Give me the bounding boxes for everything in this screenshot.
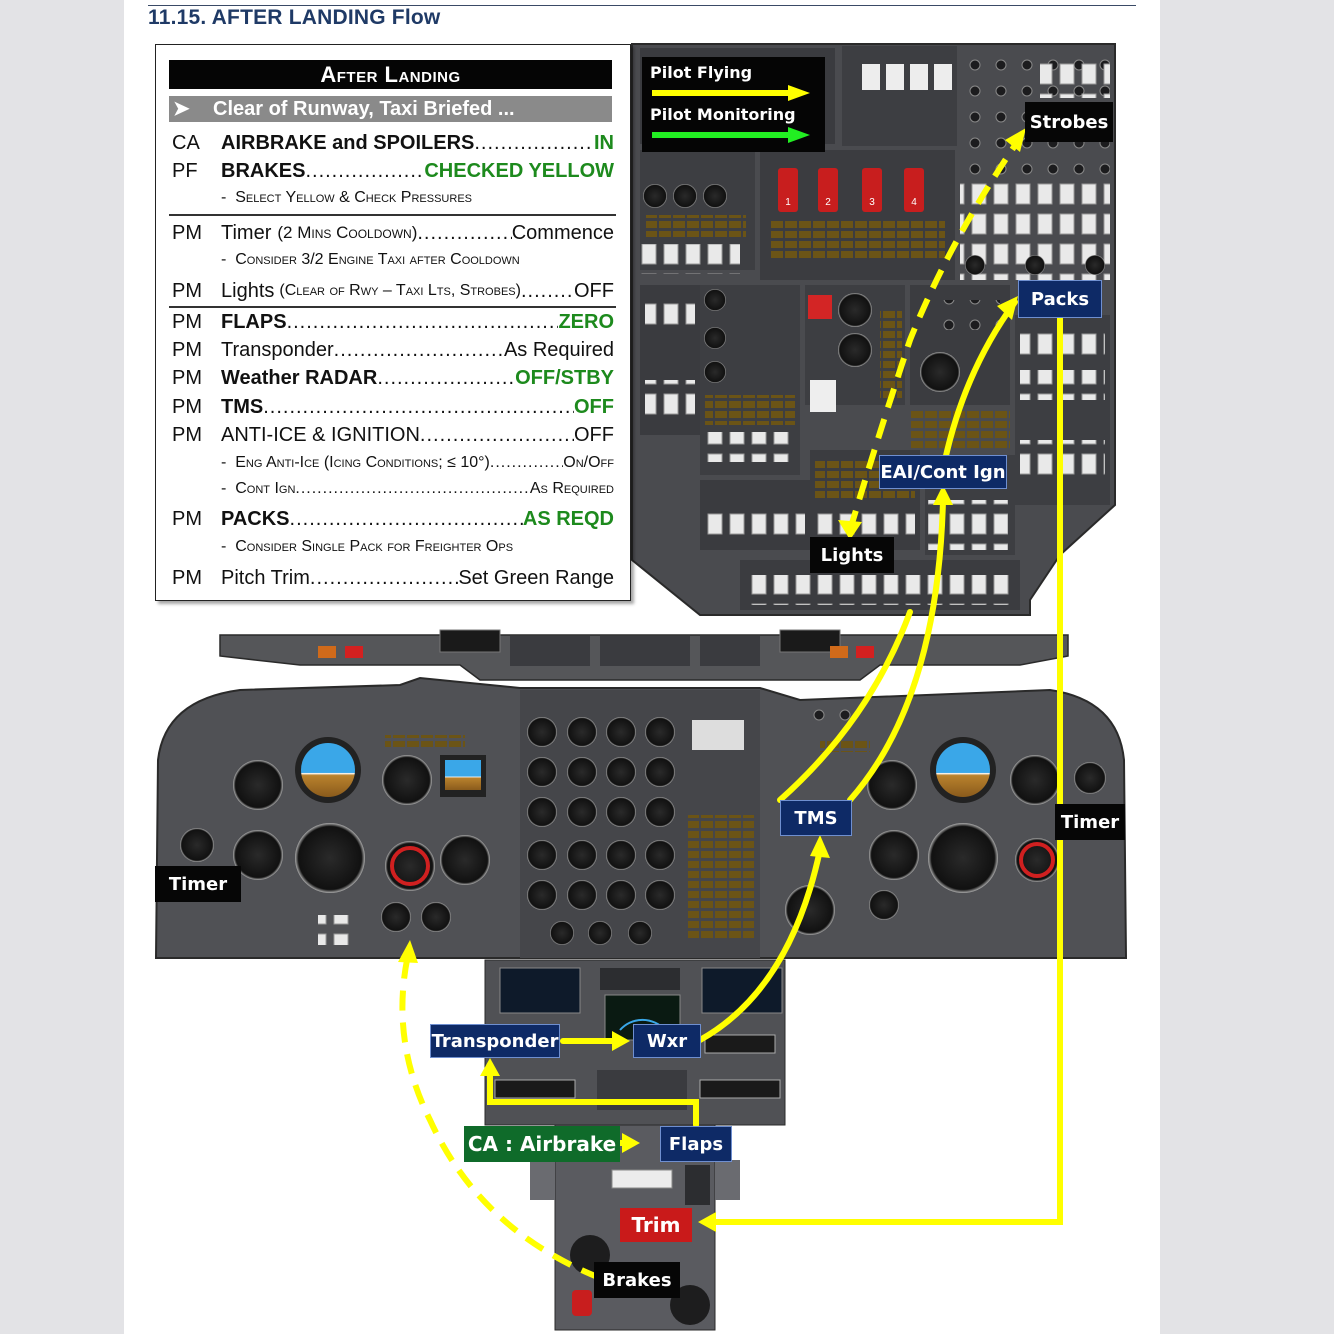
label-timer-right: Timer bbox=[1055, 804, 1125, 840]
checklist-divider bbox=[169, 214, 616, 216]
checklist-row: PM Pitch Trim Set Green Range bbox=[172, 564, 614, 592]
checklist-row: PM PACKS AS REQD bbox=[172, 505, 614, 533]
checklist-row: PM FLAPS ZERO bbox=[172, 308, 614, 336]
checklist-row: PM Timer (2 Mins Cooldown) Commence bbox=[172, 219, 614, 247]
label-packs: Packs bbox=[1018, 280, 1102, 318]
main-instrument-panel bbox=[154, 676, 1128, 959]
label-transponder: Transponder bbox=[430, 1024, 560, 1058]
checklist-note: - Consider Single Pack for Freighter Ops bbox=[221, 538, 514, 555]
label-trim: Trim bbox=[620, 1208, 692, 1242]
green-arrow-icon bbox=[652, 127, 810, 143]
section-title: 11.15. AFTER LANDING Flow bbox=[148, 6, 441, 29]
legend-pilot-flying: Pilot Flying bbox=[650, 63, 753, 82]
checklist-subtitle: ➤Clear of Runway, Taxi Briefed ... bbox=[169, 96, 612, 122]
label-ca-airbrake: CA : Airbrake bbox=[464, 1126, 620, 1162]
dashed-arrowheads bbox=[398, 128, 1026, 963]
label-strobes: Strobes bbox=[1025, 102, 1113, 142]
svg-text:4: 4 bbox=[911, 197, 917, 208]
flow-arrows bbox=[487, 299, 1063, 1225]
after-landing-checklist: After Landing ➤Clear of Runway, Taxi Bri… bbox=[155, 44, 631, 601]
checklist-row: PM TMS OFF bbox=[172, 393, 614, 421]
checklist-title: After Landing bbox=[169, 60, 612, 89]
yellow-arrow-icon bbox=[652, 85, 810, 101]
checklist-row: PM Transponder As Required bbox=[172, 336, 614, 364]
checklist-row: PM Lights (Clear of Rwy – Taxi Lts, Stro… bbox=[172, 277, 614, 305]
checklist-row: PF BRAKES CHECKED YELLOW bbox=[172, 157, 614, 185]
label-flaps: Flaps bbox=[660, 1126, 732, 1162]
glareshield-panel bbox=[219, 629, 1069, 681]
flow-legend: Pilot Flying Pilot Monitoring bbox=[642, 57, 825, 152]
legend-pilot-monitoring: Pilot Monitoring bbox=[650, 105, 796, 124]
checklist-note: - Select Yellow & Check Pressures bbox=[221, 189, 472, 206]
svg-text:2: 2 bbox=[825, 197, 831, 208]
checklist-row: PM ANTI-ICE & IGNITION OFF bbox=[172, 421, 614, 449]
dashed-flow-arrows bbox=[399, 136, 1023, 1281]
label-timer-left: Timer bbox=[155, 866, 241, 902]
header-rule bbox=[148, 5, 1136, 6]
label-brakes: Brakes bbox=[594, 1262, 680, 1298]
checklist-note: - Cont Ign As Required bbox=[221, 477, 614, 501]
checklist-divider bbox=[169, 306, 616, 308]
label-eai-cont-ign: EAI/Cont Ign bbox=[879, 455, 1007, 489]
label-lights: Lights bbox=[810, 537, 894, 573]
label-wxr: Wxr bbox=[633, 1024, 701, 1058]
svg-text:1: 1 bbox=[785, 197, 791, 208]
svg-text:3: 3 bbox=[869, 197, 875, 208]
checklist-row: CA AIRBRAKE and SPOILERS IN bbox=[172, 129, 614, 157]
label-tms: TMS bbox=[780, 800, 852, 836]
flow-arrowheads bbox=[480, 296, 1018, 1232]
right-arrow-icon: ➤ bbox=[173, 98, 190, 120]
checklist-row: PM Weather RADAR OFF/STBY bbox=[172, 364, 614, 392]
checklist-note: - Eng Anti-Ice (Icing Conditions; ≤ 10°)… bbox=[221, 451, 614, 475]
checklist-note: - Consider 3/2 Engine Taxi after Cooldow… bbox=[221, 251, 520, 268]
